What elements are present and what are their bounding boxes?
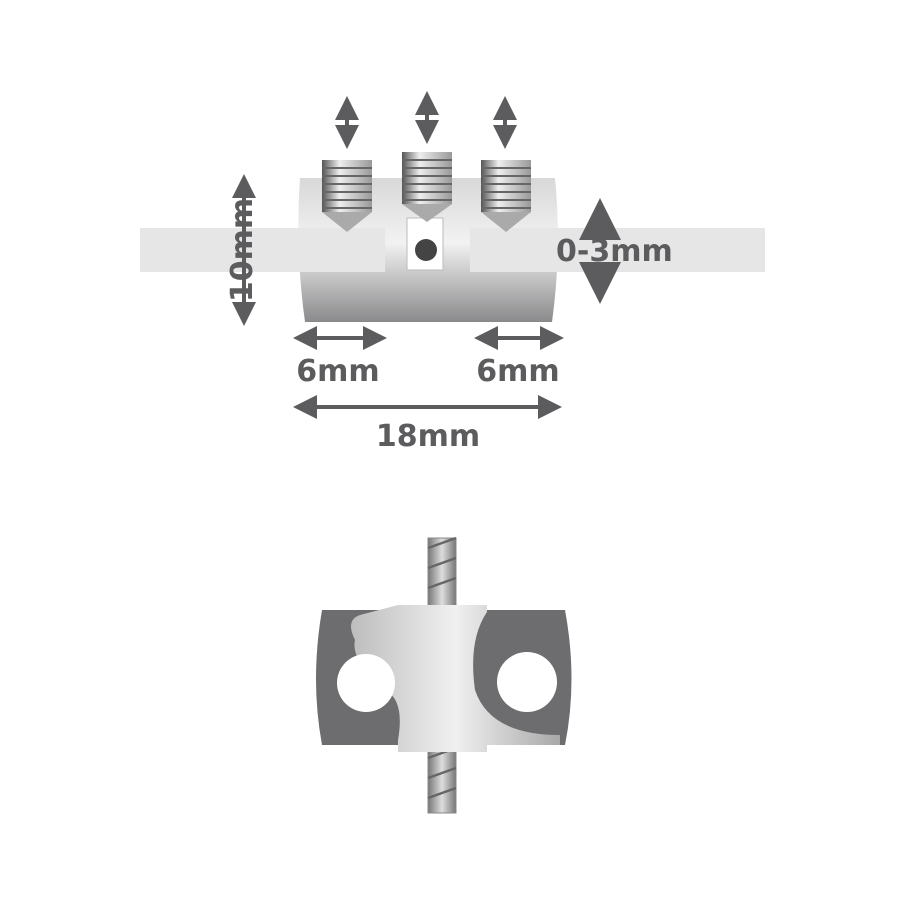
gap-label: 0-3mm bbox=[556, 234, 673, 269]
left-width-label: 6mm bbox=[296, 354, 379, 389]
right-width-label: 6mm bbox=[476, 354, 559, 389]
hole-left bbox=[337, 654, 395, 712]
top-view: 10mm 0-3mm 6mm 6mm 18mm bbox=[140, 91, 765, 454]
side-view bbox=[316, 536, 572, 814]
height-label: 10mm bbox=[225, 198, 260, 302]
panel-band-left bbox=[140, 228, 385, 272]
total-width-label: 18mm bbox=[376, 419, 480, 454]
cable-end bbox=[415, 239, 437, 261]
set-screws bbox=[322, 152, 531, 232]
hole-right bbox=[497, 652, 557, 712]
clamp-sleeve bbox=[351, 605, 560, 752]
wire-twist bbox=[427, 536, 457, 800]
